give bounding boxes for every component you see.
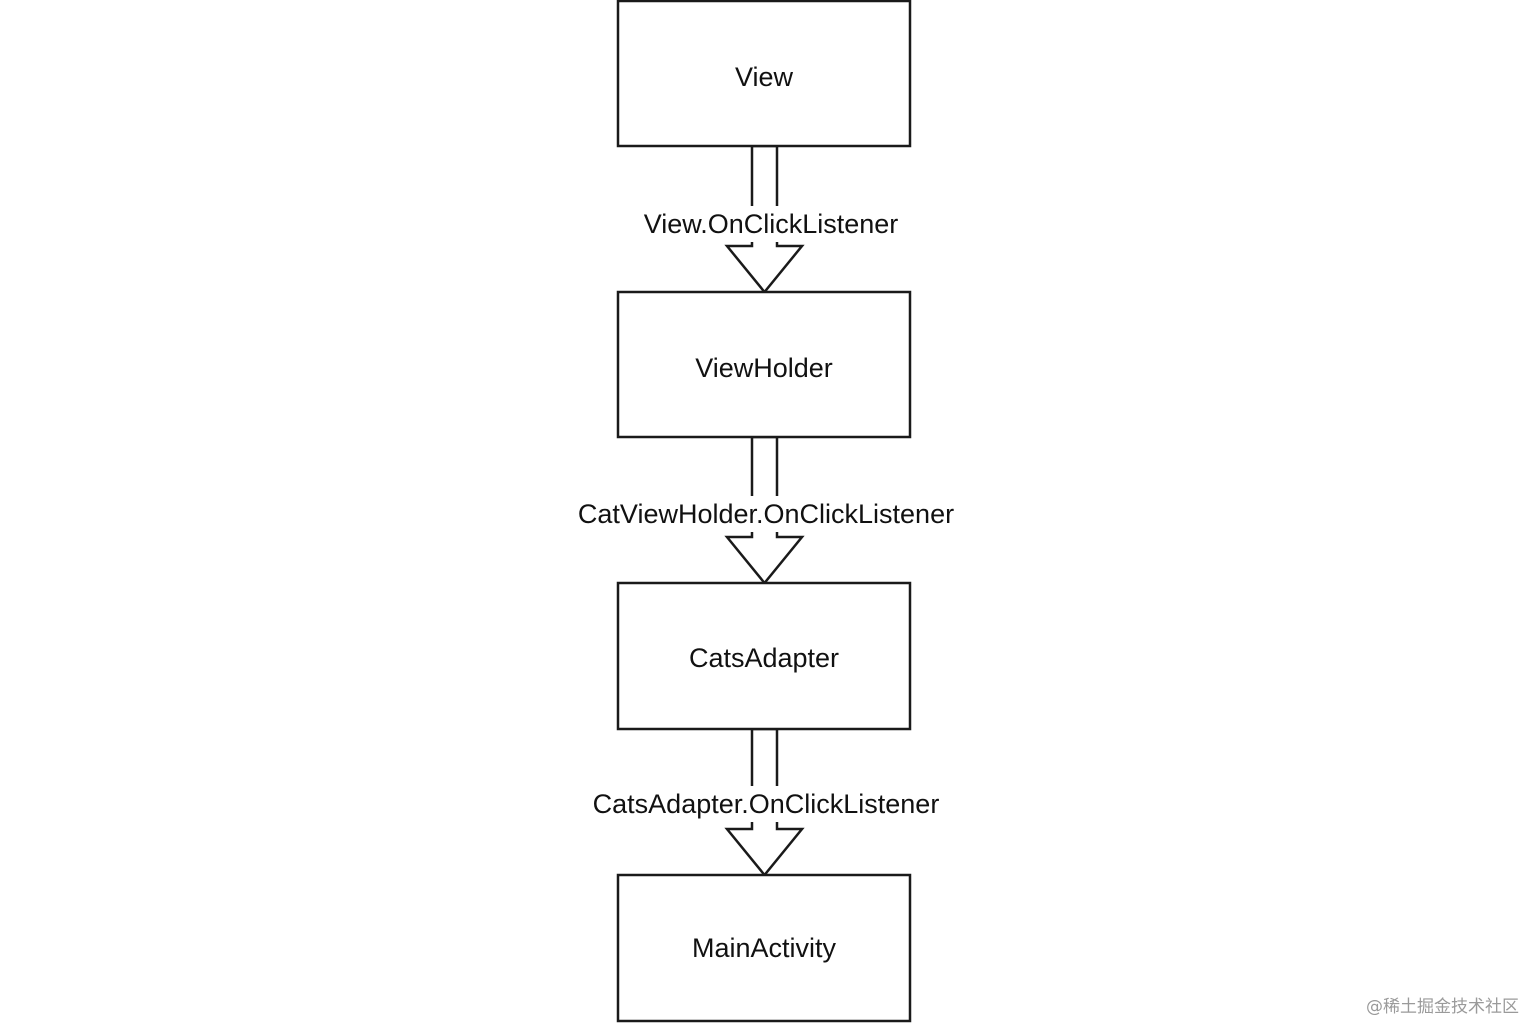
node-label-viewholder: ViewHolder <box>695 353 833 383</box>
node-viewholder: ViewHolder <box>616 290 912 439</box>
node-catsadapter: CatsAdapter <box>616 581 912 731</box>
node-view: View <box>616 0 912 148</box>
edge-label-catsadapter-onclicklistener: CatsAdapter.OnClickListener <box>593 789 940 819</box>
node-label-view: View <box>735 62 794 92</box>
edge-view-to-viewholder: View.OnClickListener <box>640 144 903 294</box>
edge-label-view-onclicklistener: View.OnClickListener <box>644 209 899 239</box>
edge-catsadapter-to-mainactivity: CatsAdapter.OnClickListener <box>587 727 945 877</box>
node-mainactivity: MainActivity <box>616 873 912 1023</box>
node-label-catsadapter: CatsAdapter <box>689 643 839 673</box>
node-label-mainactivity: MainActivity <box>692 933 837 963</box>
edge-label-catviewholder-onclicklistener: CatViewHolder.OnClickListener <box>578 499 954 529</box>
watermark: @稀土掘金技术社区 <box>1366 997 1519 1017</box>
edge-viewholder-to-catsadapter: CatViewHolder.OnClickListener <box>572 435 961 585</box>
